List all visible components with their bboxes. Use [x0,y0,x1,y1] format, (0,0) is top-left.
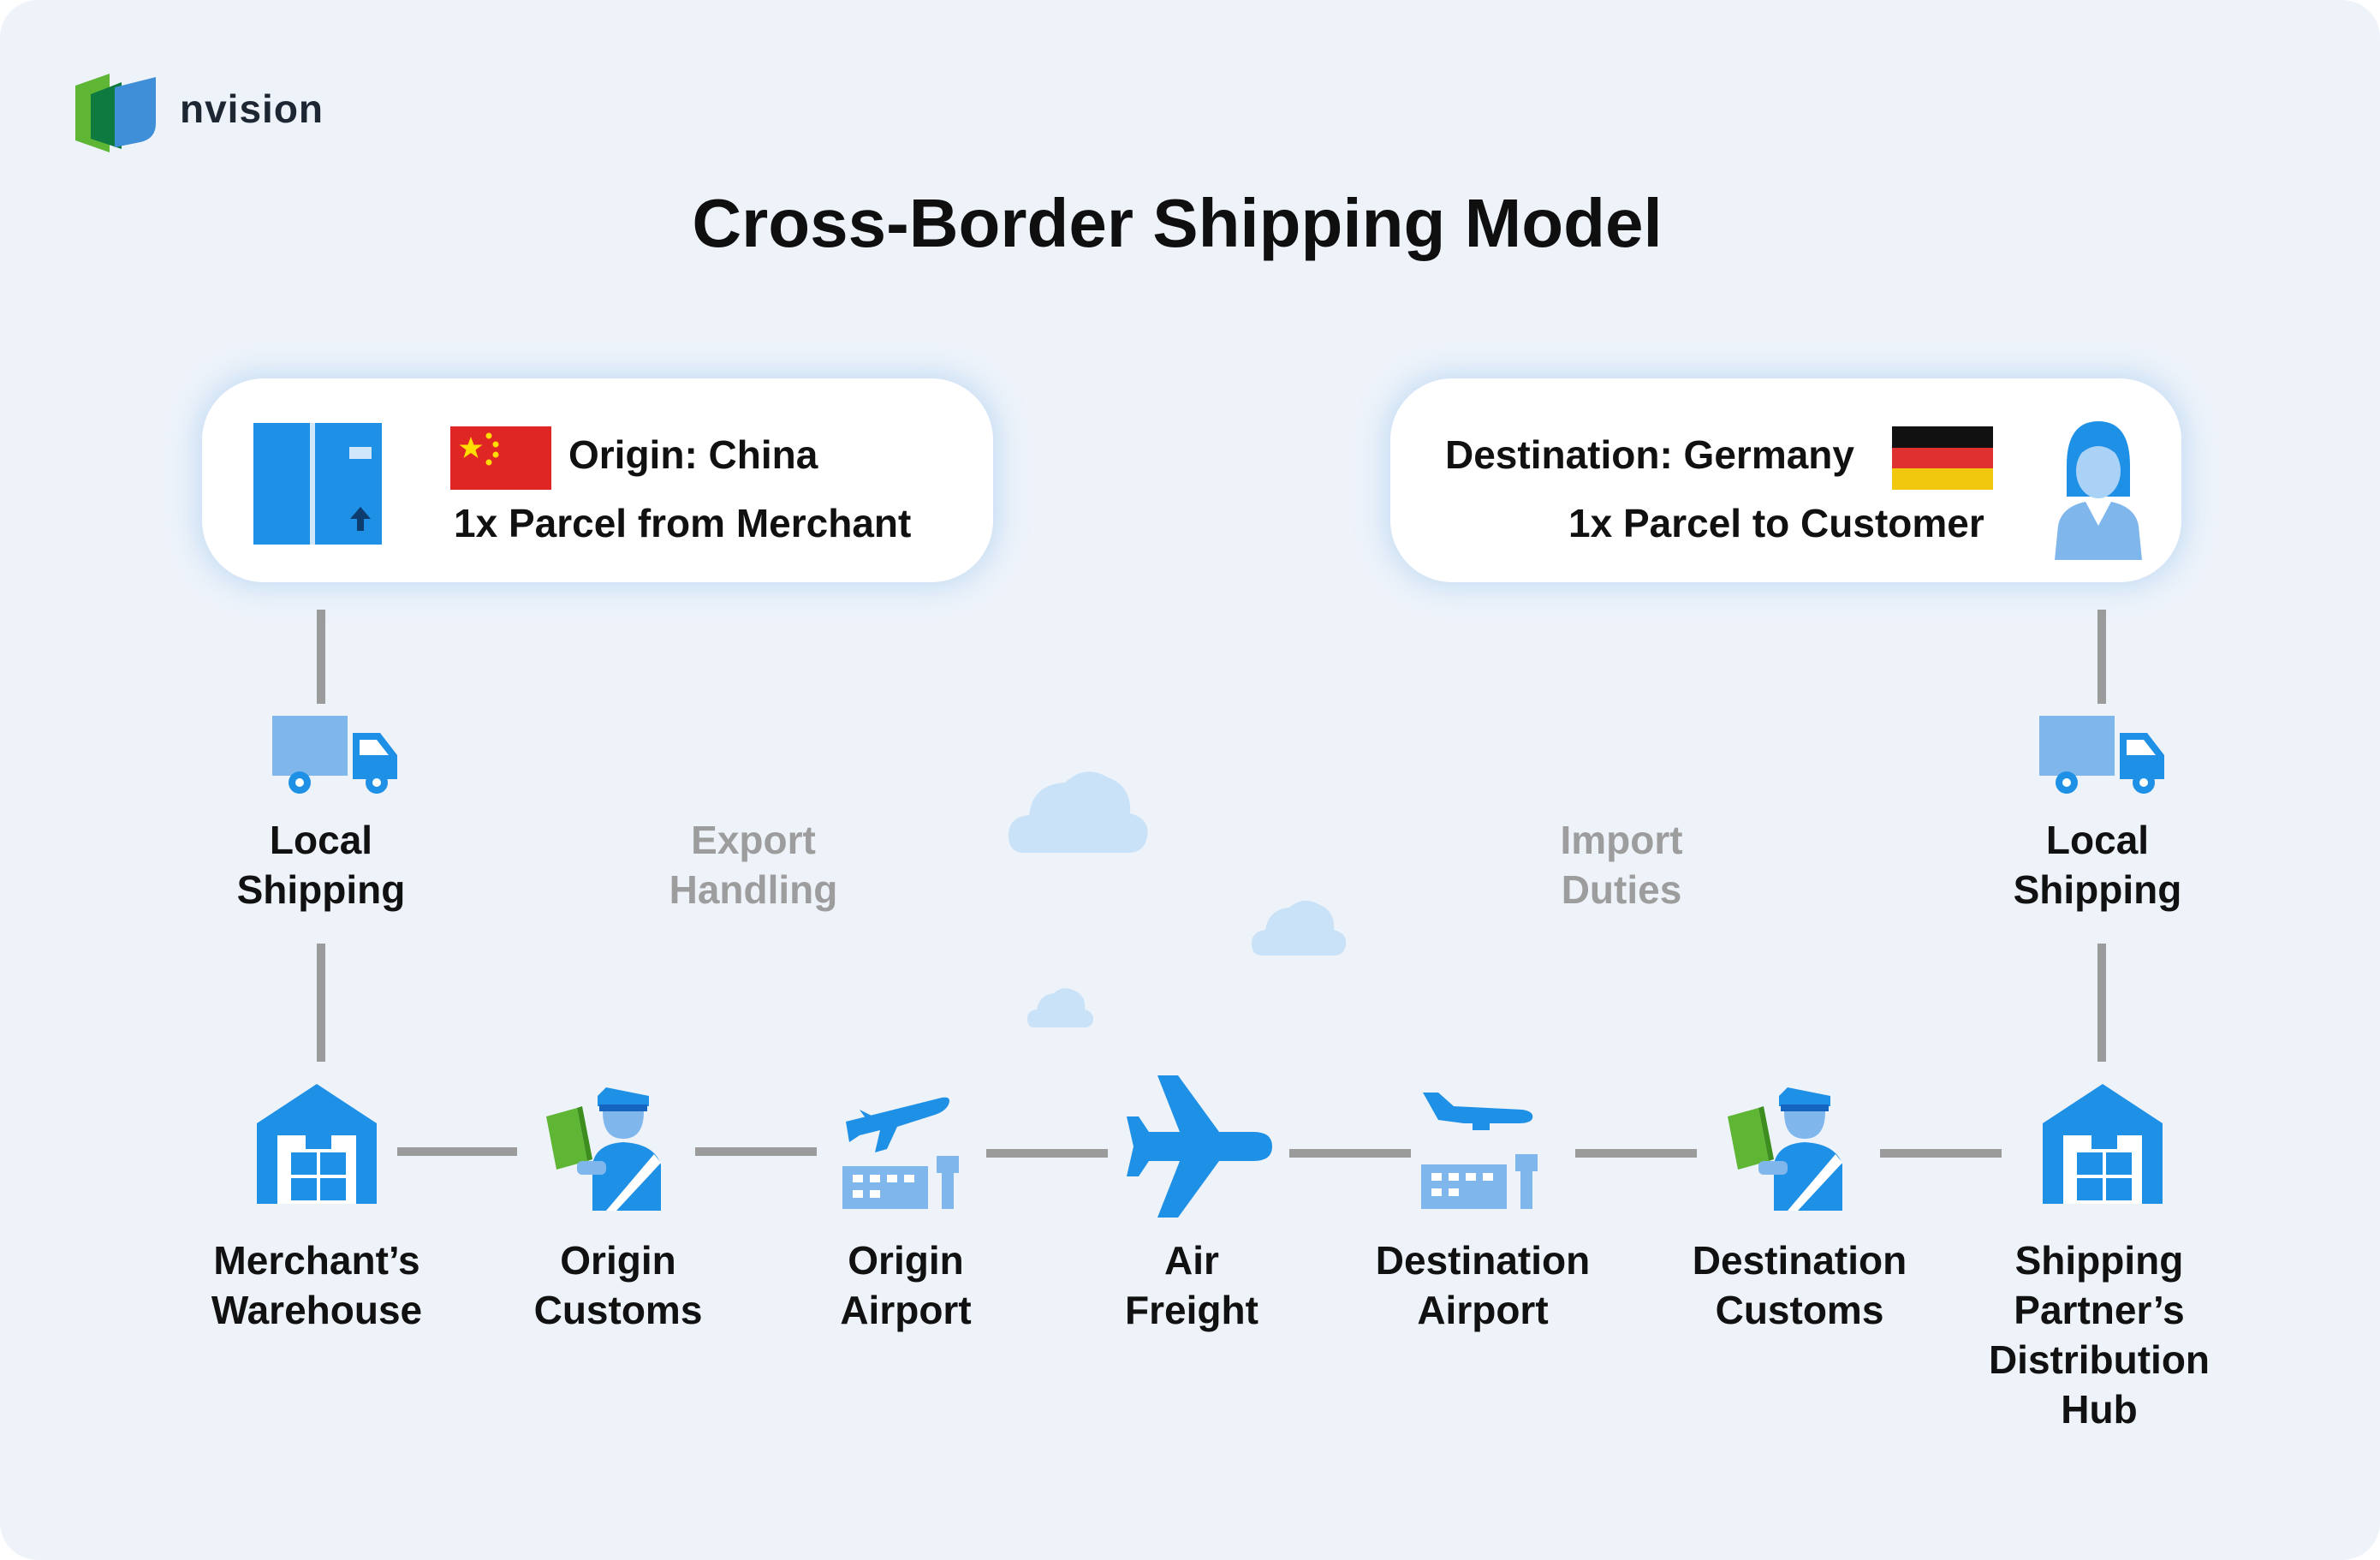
origin-card: Origin: China 1x Parcel from Merchant [202,378,993,582]
delivery-truck-icon [2039,716,2164,794]
step-label-merchants-warehouse: Merchant’s Warehouse [211,1238,423,1332]
step-label-destination-airport: Destination Airport [1375,1238,1591,1332]
connector-line [1575,1149,1697,1158]
origin-country-label: Origin: China [568,432,818,477]
export-handling-label: Export Handling [669,818,838,912]
china-flag [450,426,551,490]
connector-line [695,1147,817,1156]
page-title: Cross-Border Shipping Model [692,185,1663,261]
step-label-origin-airport: Origin Airport [840,1238,972,1332]
delivery-truck-icon [272,716,397,794]
connector-line [397,1147,517,1156]
cloud-icon [1009,771,1148,853]
warehouse-icon [2043,1084,2163,1204]
destination-parcel-label: 1x Parcel to Customer [1568,501,1984,545]
connector-line [317,610,325,704]
connector-line [2097,610,2106,704]
warehouse-icon [257,1084,377,1204]
destination-card: Destination: Germany 1x Parcel to Custom… [1390,378,2181,582]
customs-officer-icon [546,1087,661,1211]
airplane-icon [1127,1075,1272,1218]
connector-line [1880,1149,2002,1158]
connector-line [1289,1149,1411,1158]
cloud-icon [1027,988,1094,1027]
destination-country-label: Destination: Germany [1445,432,1854,477]
cloud-icon [1252,900,1347,956]
origin-parcel-label: 1x Parcel from Merchant [454,501,912,545]
step-label-destination-customs: Destination Customs [1692,1238,1907,1332]
customs-officer-icon [1728,1087,1842,1211]
import-duties-label: Import Duties [1560,818,1683,912]
step-label-origin-customs: Origin Customs [533,1238,703,1332]
nvision-logo-icon [75,74,156,152]
step-label-distribution-hub: Shipping Partner’s Distribution Hub [1988,1238,2210,1432]
parcel-box-icon [253,423,382,545]
airport-icon [842,1097,959,1209]
local-shipping-label-left: Local Shipping [236,818,406,912]
customer-avatar-icon [2055,421,2142,560]
connector-line [2097,944,2106,1062]
airport-icon [1421,1093,1538,1209]
connector-line [986,1149,1108,1158]
connector-line [317,944,325,1062]
local-shipping-label-right: Local Shipping [2013,818,2182,912]
brand-name: nvision [180,86,324,131]
step-label-air-freight: Air Freight [1125,1238,1258,1332]
germany-flag [1892,426,1993,490]
